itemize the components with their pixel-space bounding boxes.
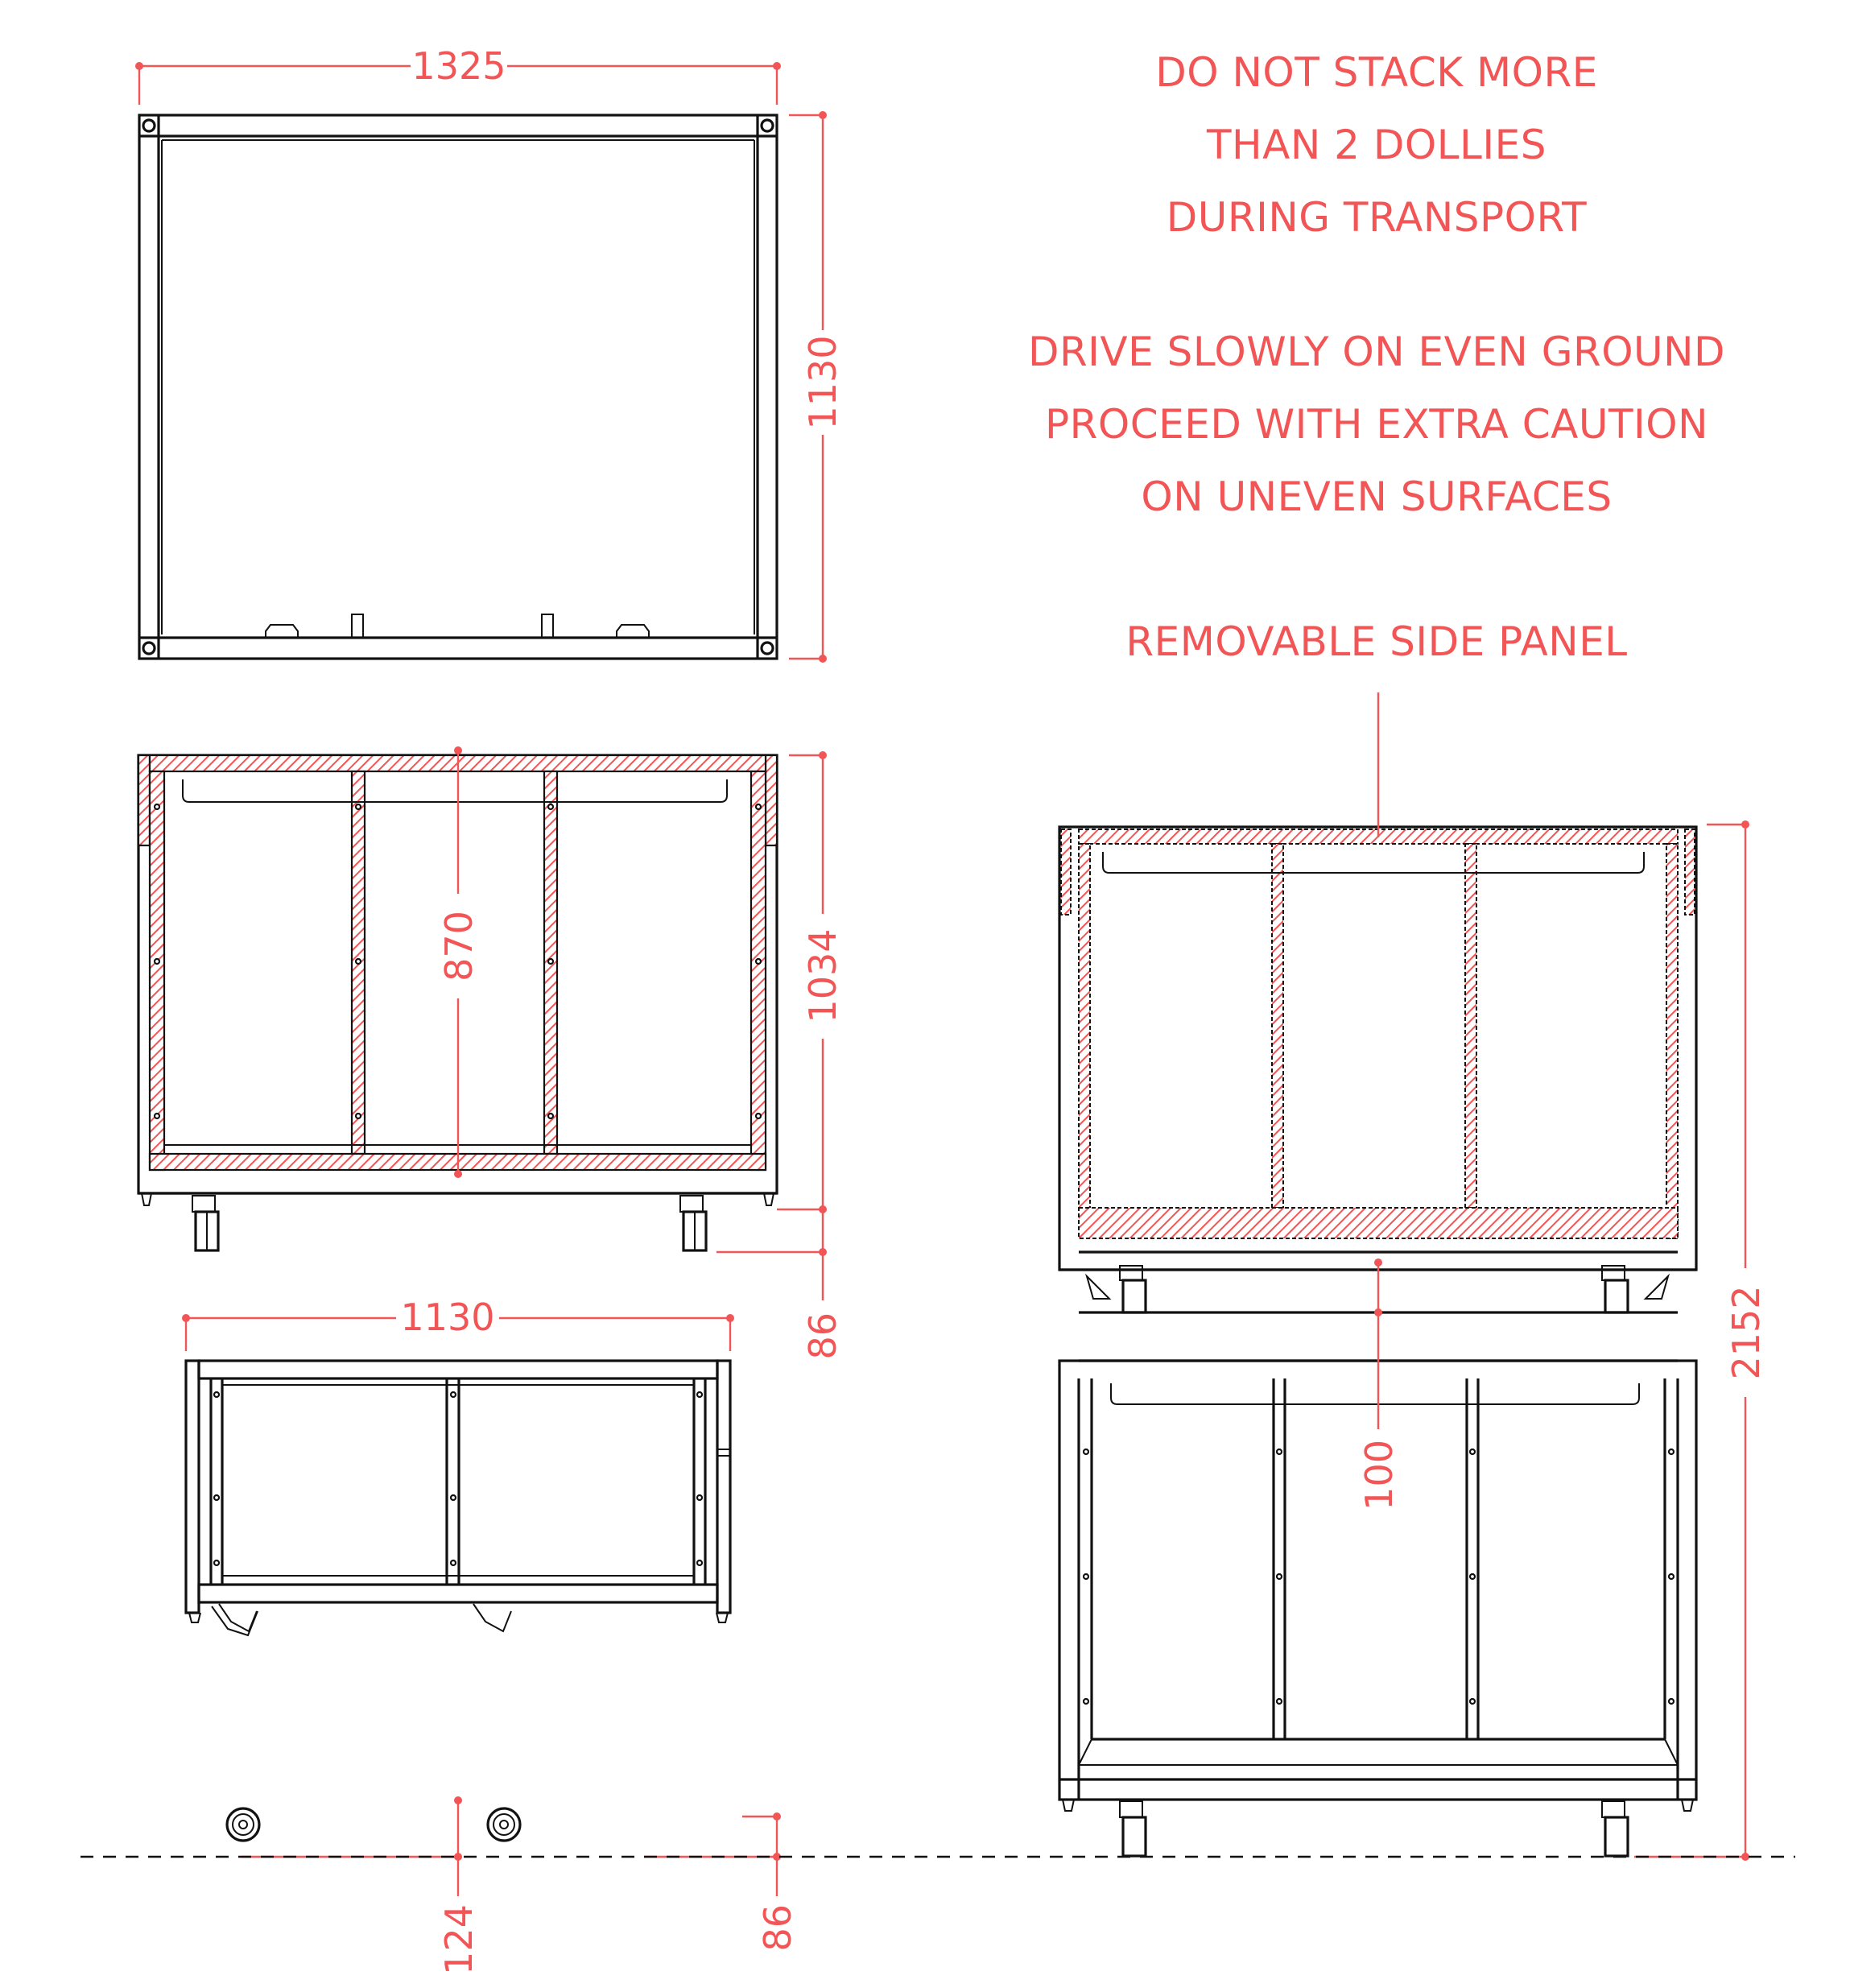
side-caster-right xyxy=(473,1603,522,1842)
front-caster-right xyxy=(679,1195,708,1252)
driving-warning-line-3: ON UNEVEN SURFACES xyxy=(1141,473,1613,520)
side-view-dimensions: 1130 124 86 xyxy=(182,1296,799,1975)
driving-warning-line-2: PROCEED WITH EXTRA CAUTION xyxy=(1044,401,1709,448)
stacked-lower-caster-left xyxy=(1119,1800,1147,1858)
side-bolts xyxy=(213,1391,704,1567)
stacking-warning-line-2: THAN 2 DOLLIES xyxy=(1207,122,1546,168)
side-view xyxy=(184,1359,732,1842)
stacking-warning-line-3: DURING TRANSPORT xyxy=(1166,194,1588,241)
dim-stack-height: 2152 xyxy=(1724,1285,1768,1379)
driving-warning-line-1: DRIVE SLOWLY ON EVEN GROUND xyxy=(1027,329,1726,375)
dim-side-width: 1130 xyxy=(400,1296,494,1339)
front-view-dimensions: 870 1034 86 xyxy=(437,746,844,1360)
stacked-view-dimensions: 100 2152 xyxy=(1357,692,1768,1861)
dim-top-width: 1325 xyxy=(411,44,506,88)
driving-warning: DRIVE SLOWLY ON EVEN GROUND PROCEED WITH… xyxy=(1006,316,1747,533)
dim-side-caster: 86 xyxy=(756,1904,799,1952)
stacked-upper-caster-right xyxy=(1601,1265,1629,1314)
dim-panel-height: 870 xyxy=(437,911,481,982)
dim-front-caster: 86 xyxy=(801,1312,844,1360)
stacked-lower-caster-right xyxy=(1601,1800,1629,1858)
side-caster-left xyxy=(211,1603,261,1842)
dim-front-height: 1034 xyxy=(801,928,844,1023)
stacking-warning: DO NOT STACK MORE THAN 2 DOLLIES DURING … xyxy=(1087,36,1666,254)
dim-stack-gap: 100 xyxy=(1357,1440,1401,1511)
front-caster-left xyxy=(192,1195,220,1252)
stacked-bolts xyxy=(1082,1448,1675,1705)
front-bolts xyxy=(153,803,762,1120)
stacked-view xyxy=(1058,825,1698,1858)
dim-top-depth: 1130 xyxy=(801,335,844,429)
stacking-warning-line-1: DO NOT STACK MORE xyxy=(1155,49,1598,96)
top-view-dimensions: 1325 1130 xyxy=(135,44,844,663)
dim-side-clearance: 124 xyxy=(437,1904,481,1975)
top-view xyxy=(138,114,778,660)
stacked-upper-caster-left xyxy=(1119,1265,1147,1314)
removable-side-panel-label: REMOVABLE SIDE PANEL xyxy=(1125,618,1628,665)
